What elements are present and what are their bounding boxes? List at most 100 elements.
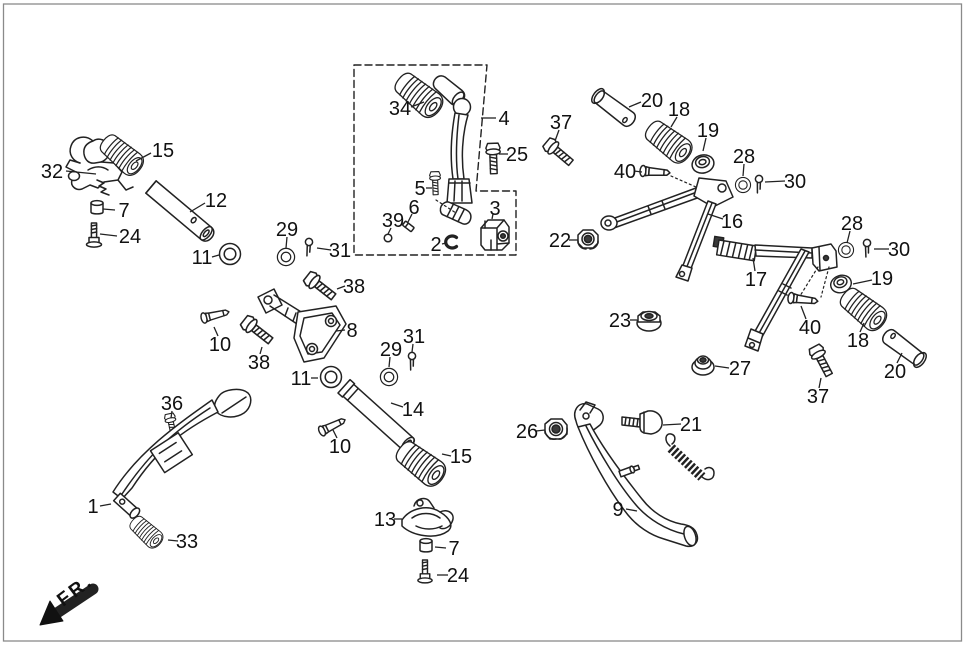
part-8-bracket (257, 288, 347, 363)
part-label-25: 25 (506, 144, 528, 166)
leader-line-36 (170, 410, 173, 419)
part-label-8: 8 (346, 320, 357, 342)
part-11-washer-front (218, 242, 242, 266)
leader-line-37 (818, 377, 822, 389)
part-label-30: 30 (888, 239, 910, 261)
part-label-1: 1 (87, 496, 98, 518)
leader-line-14 (390, 402, 404, 408)
part-label-40: 40 (614, 161, 636, 183)
part-18-rubber-a (640, 115, 697, 168)
part-28-washer-b (837, 241, 855, 259)
leader-line-10 (213, 326, 219, 337)
leader-line-31 (411, 343, 414, 353)
leader-line-18 (859, 322, 865, 333)
leader-line-7 (102, 208, 116, 211)
leader-line-29 (388, 356, 391, 368)
leader-line-38 (336, 285, 346, 290)
part-27-grommet (691, 355, 715, 376)
part-label-7: 7 (118, 200, 129, 222)
part-23-nut (636, 310, 662, 332)
part-label-29: 29 (276, 219, 298, 241)
leader-line-6 (407, 213, 413, 223)
part-stand-spring (665, 433, 715, 481)
part-label-15: 15 (450, 446, 472, 468)
part-21-pivot-bolt (621, 410, 663, 435)
part-label-28: 28 (733, 146, 755, 168)
part-label-15: 15 (152, 140, 174, 162)
leader-line-1 (99, 503, 112, 507)
part-label-20: 20 (884, 361, 906, 383)
part-label-18: 18 (668, 99, 690, 121)
part-38-bolt-a (301, 269, 340, 304)
part-7-spacer-front (90, 199, 104, 215)
part-label-13: 13 (374, 509, 396, 531)
part-13-bracket (401, 497, 454, 537)
part-28-washer-a (734, 176, 752, 194)
leader-line-12 (189, 202, 206, 213)
leader-line-31 (316, 247, 332, 251)
leader-line-26 (535, 429, 546, 432)
part-37-bolt-a (540, 135, 577, 170)
part-label-9: 9 (612, 499, 623, 521)
assembly-line-17b (820, 266, 830, 298)
leader-line-40 (800, 305, 807, 320)
part-40-pin-b (786, 291, 820, 308)
part-label-12: 12 (205, 190, 227, 212)
leader-line-24 (99, 233, 118, 237)
leader-line-9 (625, 508, 638, 512)
leader-line-15 (441, 453, 452, 457)
part-label-18: 18 (847, 330, 869, 352)
leader-line-32 (65, 170, 97, 175)
part-label-37: 37 (550, 112, 572, 134)
leader-line-34 (410, 101, 425, 108)
part-label-3: 3 (489, 198, 500, 220)
part-40-pin-a (638, 164, 672, 180)
part-10-pin-b (316, 414, 349, 438)
leader-line-17 (752, 257, 756, 272)
part-1-brake-pedal (112, 388, 252, 519)
leader-line-18 (670, 116, 678, 128)
leader-line-20 (628, 101, 642, 108)
part-label-24: 24 (447, 565, 469, 587)
part-label-21: 21 (680, 414, 702, 436)
part-label-31: 31 (329, 240, 351, 262)
part-label-39: 39 (382, 210, 404, 232)
leader-line-21 (662, 423, 682, 426)
part-label-32: 32 (41, 161, 63, 183)
part-31-cotter-a (303, 237, 314, 258)
part-label-20: 20 (641, 90, 663, 112)
part-label-28: 28 (841, 213, 863, 235)
part-11-washer-b (319, 365, 343, 389)
leader-line-20 (896, 352, 903, 364)
part-label-5: 5 (414, 178, 425, 200)
part-24-bolt-front (85, 222, 103, 248)
part-29-washer-b (379, 367, 399, 387)
leader-line-3 (491, 213, 494, 220)
part-6-pin (402, 220, 415, 233)
leader-line-15 (135, 152, 152, 162)
part-label-40: 40 (799, 317, 821, 339)
part-label-2: 2 (430, 234, 441, 256)
part-label-34: 34 (389, 98, 411, 120)
part-label-11: 11 (291, 368, 312, 390)
leader-line-28 (742, 163, 745, 177)
leader-line-7 (434, 546, 447, 549)
leader-line-38 (259, 346, 263, 355)
leader-line-27 (714, 365, 730, 369)
part-label-26: 26 (516, 421, 538, 443)
part-5-bolt (428, 170, 442, 196)
part-label-19: 19 (697, 120, 719, 142)
part-2-clip (444, 234, 459, 250)
leader-line-16 (707, 213, 724, 220)
part-37-bolt-b (806, 342, 837, 380)
part-label-6: 6 (408, 197, 419, 219)
leader-line-19 (702, 137, 707, 152)
part-29-washer-a (276, 247, 296, 267)
leader-line-39 (387, 227, 392, 235)
part-label-24: 24 (119, 226, 141, 248)
part-19-bushing-a (689, 151, 717, 177)
part-label-19: 19 (871, 268, 893, 290)
part-label-36: 36 (161, 393, 183, 415)
part-label-17: 17 (745, 269, 767, 291)
part-label-30: 30 (784, 171, 806, 193)
